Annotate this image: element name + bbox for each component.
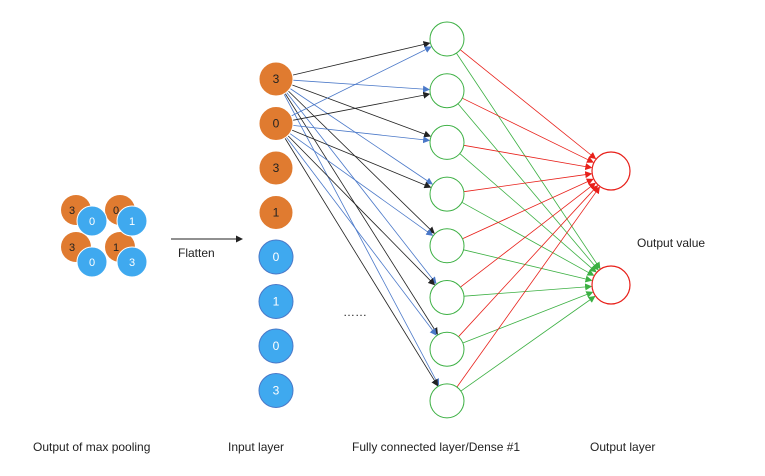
edge-dense-to-output xyxy=(456,52,601,270)
output-layer-nodes xyxy=(591,151,631,305)
pool-orange-value: 3 xyxy=(69,205,75,217)
edge-dense-to-output xyxy=(463,249,593,283)
dense-node xyxy=(429,21,465,57)
edge-input-to-dense xyxy=(287,90,435,234)
dense-layer-nodes xyxy=(429,21,465,419)
edge-input-to-dense xyxy=(286,92,437,285)
edge-dense-to-output xyxy=(460,182,596,288)
input-node xyxy=(258,106,294,141)
edge-input-to-dense xyxy=(292,79,430,93)
input-node xyxy=(258,239,294,275)
edge-input-to-dense xyxy=(285,136,437,336)
dense-node xyxy=(429,176,465,212)
input-node-value: 0 xyxy=(273,339,280,353)
edge-dense-to-output xyxy=(462,178,594,240)
input-node-value: 1 xyxy=(273,206,280,220)
edge-dense-to-output xyxy=(456,186,600,388)
input-node-value: 1 xyxy=(273,295,280,309)
edge-dense-to-output xyxy=(463,283,593,297)
pool-blue-value: 0 xyxy=(89,257,95,269)
edge-input-to-dense xyxy=(291,129,432,189)
edge-input-to-dense xyxy=(292,91,431,121)
caption-input-layer: Input layer xyxy=(228,440,285,454)
edge-dense-to-output xyxy=(461,201,595,276)
edge-dense-to-output xyxy=(463,171,593,193)
edge-input-to-dense xyxy=(283,93,440,386)
caption-output-layer: Output layer xyxy=(590,440,656,454)
dense-node xyxy=(429,280,465,315)
input-node xyxy=(258,61,294,97)
pool-blue-value: 1 xyxy=(129,216,135,228)
edge-input-to-dense xyxy=(291,84,432,138)
edge-input-to-dense xyxy=(284,93,438,335)
dense-node xyxy=(429,228,465,264)
edge-input-to-dense xyxy=(287,135,436,286)
input-node-value: 3 xyxy=(273,384,280,398)
output-node xyxy=(591,151,631,191)
input-node xyxy=(258,195,294,230)
input-node-value: 0 xyxy=(273,117,280,131)
ellipsis: …… xyxy=(343,305,367,319)
edge-dense-to-output xyxy=(460,295,596,392)
dense-node xyxy=(429,73,465,109)
edge-input-to-dense xyxy=(289,133,434,236)
input-node xyxy=(258,328,294,364)
output-value-label: Output value xyxy=(637,236,706,250)
pool-orange-value: 0 xyxy=(113,205,119,217)
edge-input-to-dense xyxy=(284,137,439,387)
pool-blue-cell xyxy=(76,246,108,278)
edge-dense-to-output xyxy=(462,291,594,344)
pool-blue-cell xyxy=(76,205,108,237)
pool-orange-value: 3 xyxy=(69,242,75,254)
caption-max-pooling: Output of max pooling xyxy=(33,440,151,454)
input-node-value: 0 xyxy=(273,250,280,264)
edge-input-to-dense xyxy=(292,125,431,144)
connection-edges xyxy=(283,41,601,392)
pool-blue-value: 3 xyxy=(129,257,135,269)
edge-dense-to-output xyxy=(457,103,599,271)
dense-node xyxy=(429,124,465,160)
edge-dense-to-output xyxy=(463,144,593,171)
pool-blue-value: 0 xyxy=(89,216,95,228)
input-node-value: 3 xyxy=(273,72,280,86)
edge-dense-to-output xyxy=(462,97,594,163)
flatten-label: Flatten xyxy=(178,246,215,260)
dense-node xyxy=(429,383,465,419)
input-node xyxy=(258,284,294,319)
pool-orange-value: 1 xyxy=(113,242,119,254)
output-node xyxy=(591,265,631,305)
edge-dense-to-output xyxy=(458,184,599,337)
edge-input-to-dense xyxy=(291,46,432,117)
edge-input-to-dense xyxy=(292,41,431,76)
input-node xyxy=(258,150,294,186)
edge-dense-to-output xyxy=(459,49,597,160)
dense-node xyxy=(429,331,465,367)
input-layer-nodes: 3 0 3 1 0 1 0 3 xyxy=(258,61,294,408)
pool-blue-cell xyxy=(116,246,148,278)
edge-dense-to-output xyxy=(459,153,597,273)
caption-dense-layer: Fully connected layer/Dense #1 xyxy=(352,440,521,454)
pool-blue-cell xyxy=(116,205,148,237)
input-node-value: 3 xyxy=(273,161,280,175)
input-node xyxy=(258,373,294,408)
